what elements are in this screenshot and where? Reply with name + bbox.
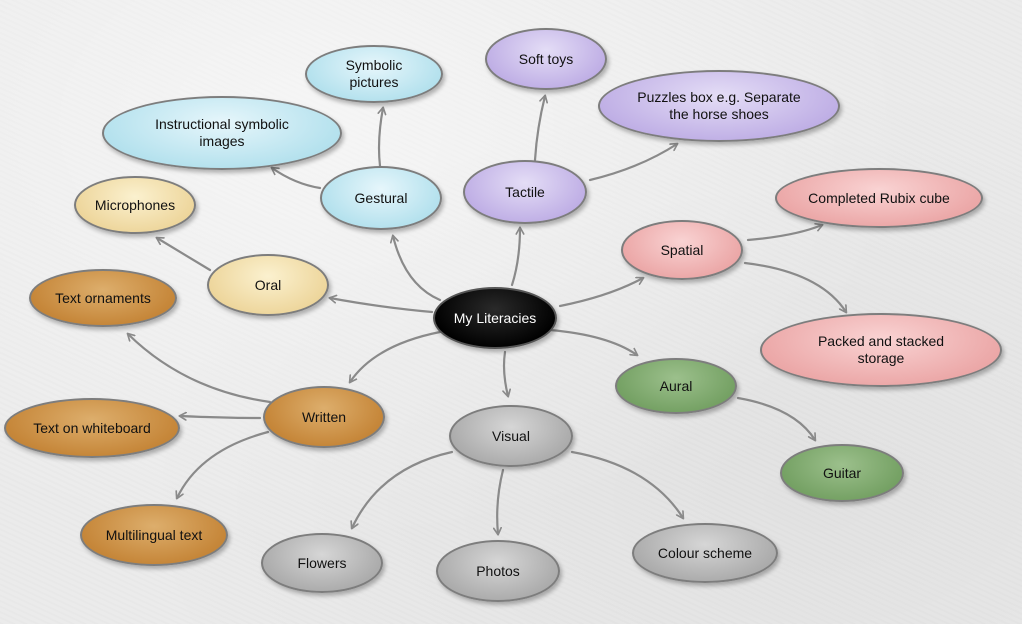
node-label: Colour scheme — [657, 544, 753, 561]
node-packed-stacked-storage[interactable]: Packed and stacked storage — [760, 313, 1002, 387]
branch-aural[interactable]: Aural — [615, 358, 737, 414]
node-microphones[interactable]: Microphones — [74, 176, 196, 234]
node-symbolic-pictures[interactable]: Symbolic pictures — [305, 45, 443, 103]
node-instructional-symbolic-images[interactable]: Instructional symbolic images — [102, 96, 342, 170]
branch-label: Aural — [659, 377, 693, 394]
node-label: Guitar — [822, 464, 862, 481]
connector-visual-flowers — [352, 450, 454, 528]
branch-spatial[interactable]: Spatial — [621, 220, 743, 280]
node-label: Symbolic pictures — [345, 57, 403, 90]
node-text-on-whiteboard[interactable]: Text on whiteboard — [4, 398, 180, 458]
node-photos[interactable]: Photos — [436, 540, 560, 602]
node-label: Completed Rubix cube — [808, 189, 950, 206]
branch-label: Tactile — [505, 183, 545, 200]
branch-gestural[interactable]: Gestural — [320, 166, 442, 230]
connector-center-tactile — [510, 228, 520, 287]
node-colour-scheme[interactable]: Colour scheme — [632, 523, 778, 583]
connector-center-aural — [548, 328, 637, 355]
branch-written[interactable]: Written — [263, 386, 385, 448]
node-label: Instructional symbolic images — [155, 116, 289, 149]
branch-visual[interactable]: Visual — [449, 405, 573, 467]
connector-visual-photos — [497, 468, 505, 534]
branch-label: Visual — [492, 427, 530, 444]
node-text-ornaments[interactable]: Text ornaments — [29, 269, 177, 327]
connector-spatial-storage — [743, 261, 846, 312]
connector-gestural-symbolic — [379, 108, 383, 168]
branch-oral[interactable]: Oral — [207, 254, 329, 316]
connector-tactile-softtoys — [533, 96, 545, 162]
connector-written-ornaments — [128, 334, 272, 404]
connector-spatial-rubix — [746, 225, 822, 242]
connector-aural-guitar — [736, 396, 815, 440]
node-label: Soft toys — [518, 50, 574, 67]
node-label: Flowers — [297, 554, 347, 571]
center-label: My Literacies — [453, 309, 537, 326]
branch-label: Spatial — [660, 241, 704, 258]
node-flowers[interactable]: Flowers — [261, 533, 383, 593]
node-label: Photos — [476, 562, 520, 579]
node-completed-rubix-cube[interactable]: Completed Rubix cube — [775, 168, 983, 228]
connector-gestural-instructional — [272, 168, 322, 190]
branch-label: Written — [301, 408, 347, 425]
node-label: Microphones — [94, 196, 176, 213]
node-puzzles-box[interactable]: Puzzles box e.g. Separate the horse shoe… — [598, 70, 840, 142]
node-label: Text on whiteboard — [33, 419, 151, 436]
connector-center-spatial — [558, 278, 643, 308]
connector-center-oral — [330, 298, 434, 314]
center-node[interactable]: My Literacies — [433, 287, 557, 349]
node-label: Text ornaments — [55, 289, 151, 306]
connector-center-visual — [504, 350, 508, 396]
connector-visual-colour — [570, 450, 683, 518]
connector-written-whiteboard — [180, 416, 262, 418]
node-guitar[interactable]: Guitar — [780, 444, 904, 502]
branch-label: Gestural — [354, 189, 408, 206]
branch-label: Oral — [254, 276, 282, 293]
node-label: Puzzles box e.g. Separate the horse shoe… — [637, 89, 801, 122]
node-multilingual-text[interactable]: Multilingual text — [80, 504, 228, 566]
node-label: Packed and stacked storage — [817, 333, 945, 366]
node-soft-toys[interactable]: Soft toys — [485, 28, 607, 90]
branch-tactile[interactable]: Tactile — [463, 160, 587, 224]
connector-center-gestural — [393, 236, 442, 302]
connector-center-written — [350, 330, 442, 382]
node-label: Multilingual text — [105, 526, 203, 543]
connector-tactile-puzzles — [588, 144, 677, 182]
connector-written-multilingual — [177, 430, 270, 498]
connector-oral-microphones — [157, 238, 212, 272]
